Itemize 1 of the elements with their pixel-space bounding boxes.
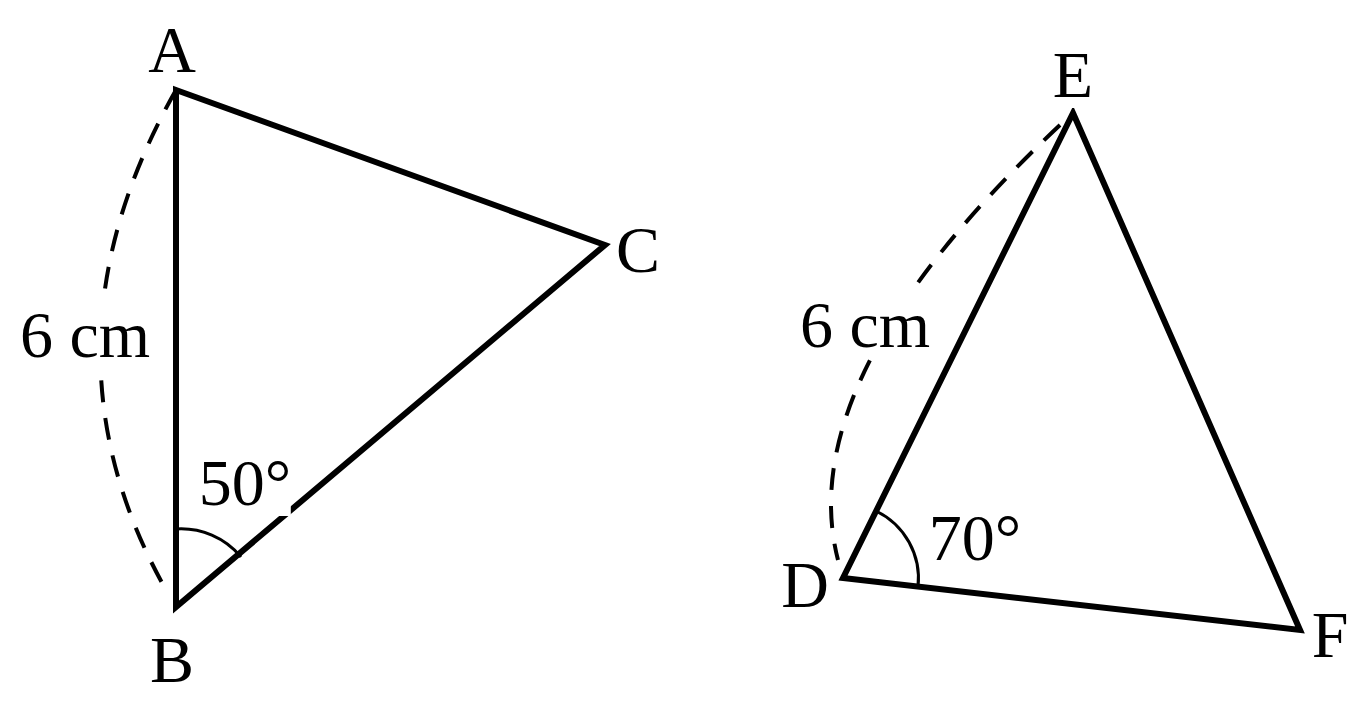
length-label: 6 cm <box>19 302 151 368</box>
